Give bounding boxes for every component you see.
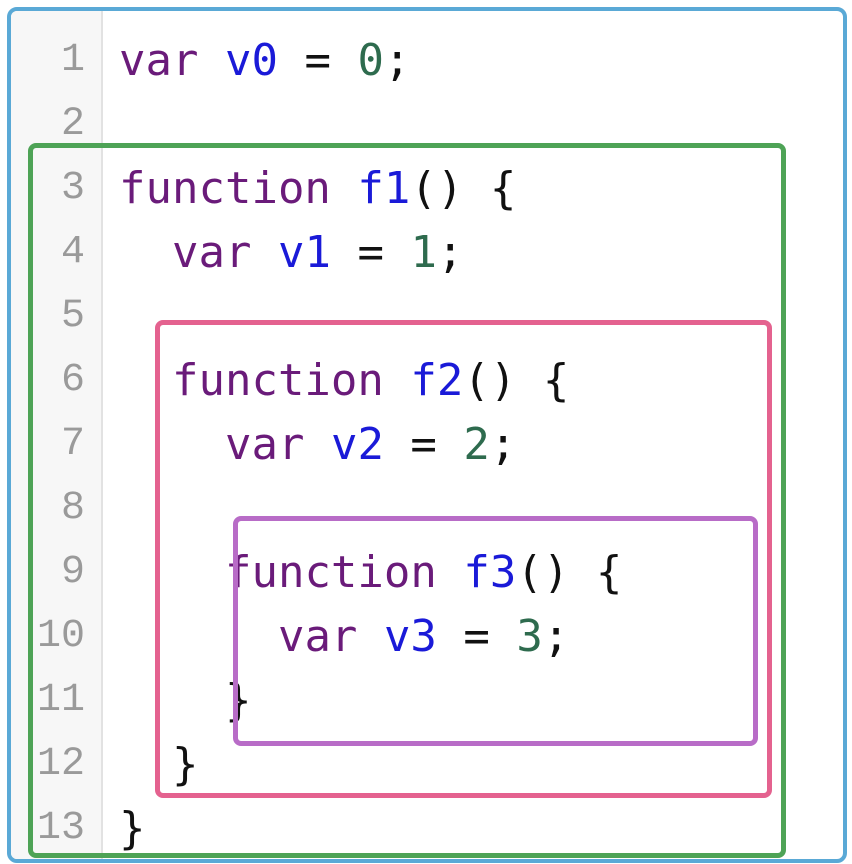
code-text: function f1() { [119, 157, 516, 221]
identifier: v3 [383, 611, 437, 662]
punctuation: = [277, 35, 358, 86]
line-number: 6 [60, 358, 85, 403]
identifier: v2 [330, 419, 384, 470]
identifier: f3 [463, 547, 517, 598]
identifier: f2 [410, 355, 464, 406]
line-number: 11 [36, 678, 85, 723]
closing-brace: } [119, 803, 146, 854]
keyword: function [119, 163, 331, 214]
line-number: 1 [60, 38, 85, 83]
code-text: function f3() { [119, 541, 622, 605]
code-line-10: 10 var v3 = 3; [11, 605, 831, 669]
code-text: var v2 = 2; [119, 413, 516, 477]
keyword: var [277, 611, 358, 662]
number-literal: 0 [357, 35, 384, 86]
indent [119, 419, 225, 470]
code-line-5: 5 [11, 285, 831, 349]
code-line-13: 13 } [11, 797, 831, 859]
indent [119, 547, 225, 598]
punctuation: ; [489, 419, 517, 470]
code-text: var v3 = 3; [119, 605, 569, 669]
code-line-9: 9 function f3() { [11, 541, 831, 605]
code-text: } [119, 797, 146, 859]
punctuation: = [436, 611, 517, 662]
code-line-6: 6 function f2() { [11, 349, 831, 413]
code-line-3: 3 function f1() { [11, 157, 831, 221]
indent [119, 675, 225, 726]
punctuation: () { [516, 547, 623, 598]
punctuation: () { [463, 355, 570, 406]
keyword: function [171, 355, 384, 406]
keyword: var [224, 419, 305, 470]
keyword: var [119, 35, 199, 86]
identifier: f1 [357, 163, 411, 214]
identifier: v0 [224, 35, 278, 86]
code-text: } [119, 669, 252, 733]
keyword: function [224, 547, 437, 598]
line-number: 3 [60, 166, 85, 211]
code-text: var v1 = 1; [119, 221, 463, 285]
code-line-8: 8 [11, 477, 831, 541]
code-editor: 1 var v0 = 0; 2 3 function f1() { 4 var … [7, 7, 847, 863]
code-line-1: 1 var v0 = 0; [11, 29, 831, 93]
closing-brace: } [224, 675, 252, 726]
line-number: 8 [60, 486, 85, 531]
code-line-12: 12 } [11, 733, 831, 797]
punctuation: = [383, 419, 464, 470]
line-number: 12 [36, 742, 85, 787]
punctuation: = [330, 227, 411, 278]
indent [119, 355, 172, 406]
punctuation: ; [383, 35, 411, 86]
punctuation: ; [436, 227, 464, 278]
line-number: 9 [60, 550, 85, 595]
line-number-gutter [11, 11, 103, 859]
line-number: 2 [60, 102, 85, 147]
punctuation: ; [542, 611, 570, 662]
number-literal: 1 [410, 227, 437, 278]
code-line-7: 7 var v2 = 2; [11, 413, 831, 477]
code-text: function f2() { [119, 349, 569, 413]
indent [119, 739, 172, 790]
indent [119, 227, 172, 278]
number-literal: 3 [516, 611, 543, 662]
line-number: 10 [36, 614, 85, 659]
line-number: 13 [36, 806, 85, 851]
closing-brace: } [171, 739, 199, 790]
keyword: var [171, 227, 252, 278]
code-line-2: 2 [11, 93, 831, 157]
code-text: } [119, 733, 199, 797]
indent [119, 611, 278, 662]
line-number: 4 [60, 230, 85, 275]
line-number: 5 [60, 294, 85, 339]
code-text: var v0 = 0; [119, 29, 410, 93]
code-line-11: 11 } [11, 669, 831, 733]
identifier: v1 [277, 227, 331, 278]
line-number: 7 [60, 422, 85, 467]
code-line-4: 4 var v1 = 1; [11, 221, 831, 285]
number-literal: 2 [463, 419, 490, 470]
punctuation: () { [410, 163, 517, 214]
